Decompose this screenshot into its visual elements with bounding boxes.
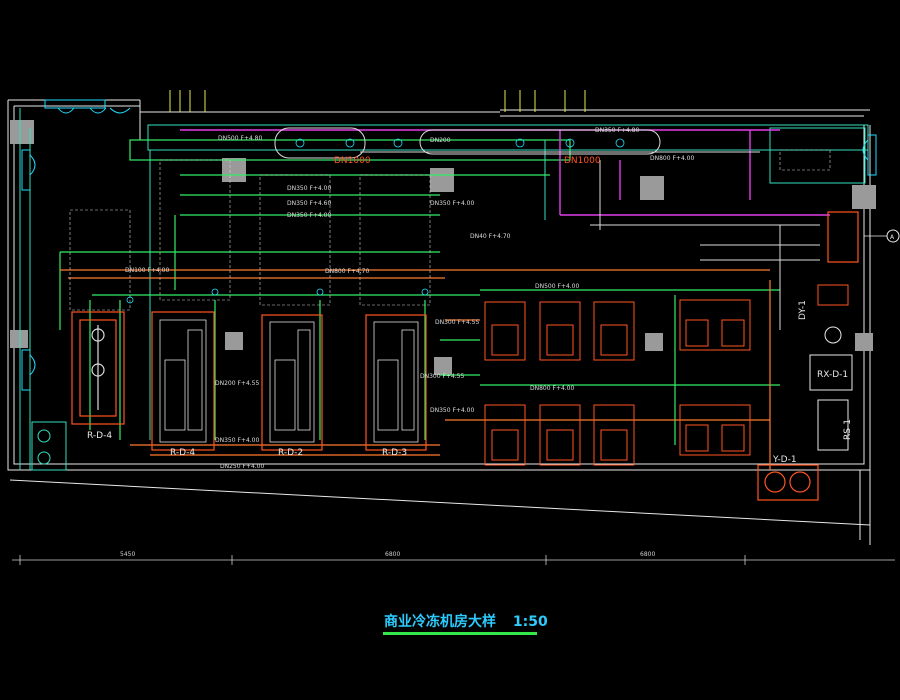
dimension-text: 6800 [385, 551, 400, 558]
pipe-orange [60, 269, 771, 470]
pipe-label: DN800 F+4.00 [530, 385, 574, 392]
dimension-line [12, 555, 895, 565]
pumps-upper-row [484, 299, 751, 361]
pump-dy1-label: DY-1 [798, 300, 808, 320]
chiller-rd3-label: R-D-3 [382, 448, 407, 458]
tank-yd1 [757, 464, 819, 501]
pipe-label: DN300 F+4.55 [435, 319, 479, 326]
pipe-label: DN350 F+4.00 [430, 407, 474, 414]
pipe-label: DN350 F+4.00 [287, 212, 331, 219]
pipe-label: DN800 F+4.70 [325, 268, 369, 275]
axis-marker-label: A [890, 234, 895, 241]
dosing-rxd1 [809, 284, 853, 451]
pipe-white [274, 127, 820, 330]
pipe-green [59, 139, 780, 445]
tank-yd1-label: Y-D-1 [772, 455, 797, 465]
pipe-label: DN350 F+4.00 [430, 200, 474, 207]
pipe-label: DN300 F+4.55 [420, 373, 464, 380]
structural-columns [10, 120, 876, 375]
chiller-rd2 [261, 314, 323, 451]
dimension-text: 6800 [640, 551, 655, 558]
chiller-rd4 [151, 311, 215, 451]
pipe-label: DN1000 [334, 156, 371, 166]
chiller-rd4-label: R-D-4 [170, 448, 195, 458]
chiller-rd4-small-label: R-D-4 [87, 431, 112, 441]
pipe-label: DN350 F+4.60 [287, 200, 331, 207]
dimension-text: 5450 [120, 551, 135, 558]
pipe-magenta [180, 129, 830, 216]
chiller-rd2-label: R-D-2 [278, 448, 303, 458]
pipe-label: DN350 F+4.00 [215, 437, 259, 444]
pipe-label: DN200 F+4.55 [215, 380, 259, 387]
pipe-label: DN100 F+4.00 [125, 267, 169, 274]
pipe-label: DN1000 [564, 156, 601, 166]
pipe-label: DN500 F+4.80 [218, 135, 262, 142]
pipe-label: DN350 F+4.00 [287, 185, 331, 192]
axis-marker [864, 229, 900, 243]
dosing-rxd1-label: RX-D-1 [817, 370, 848, 380]
pipe-label: DN250 F+4.00 [220, 463, 264, 470]
drawing-title-text: 商业冷冻机房大样 [384, 614, 496, 630]
pipe-label: DN500 F+4.00 [535, 283, 579, 290]
equipment-top-right [827, 211, 859, 263]
pump-rs1-label: RS-1 [843, 419, 853, 440]
pipe-label: DN40 F+4.70 [470, 233, 511, 240]
dashed-zones [69, 149, 831, 311]
valves [126, 138, 625, 304]
chiller-rd4-small [71, 311, 125, 425]
pipe-label: DN200 [430, 137, 451, 144]
pumps-lower-row [484, 404, 751, 466]
title-underline [383, 632, 537, 635]
pipe-label: DN800 F+4.00 [650, 155, 694, 162]
chiller-rd3 [365, 314, 427, 451]
building-walls [7, 99, 871, 545]
riser-marks [169, 90, 586, 112]
drawing-scale: 1:50 [512, 614, 548, 630]
pipe-label: DN350 F+4.80 [595, 127, 639, 134]
pipe-labels: DN500 F+4.80 DN1000 DN1000 DN200 DN350 F… [125, 127, 694, 470]
drawing-title: 商业冷冻机房大样 1:50 [384, 611, 548, 631]
structure-lines [19, 108, 869, 471]
